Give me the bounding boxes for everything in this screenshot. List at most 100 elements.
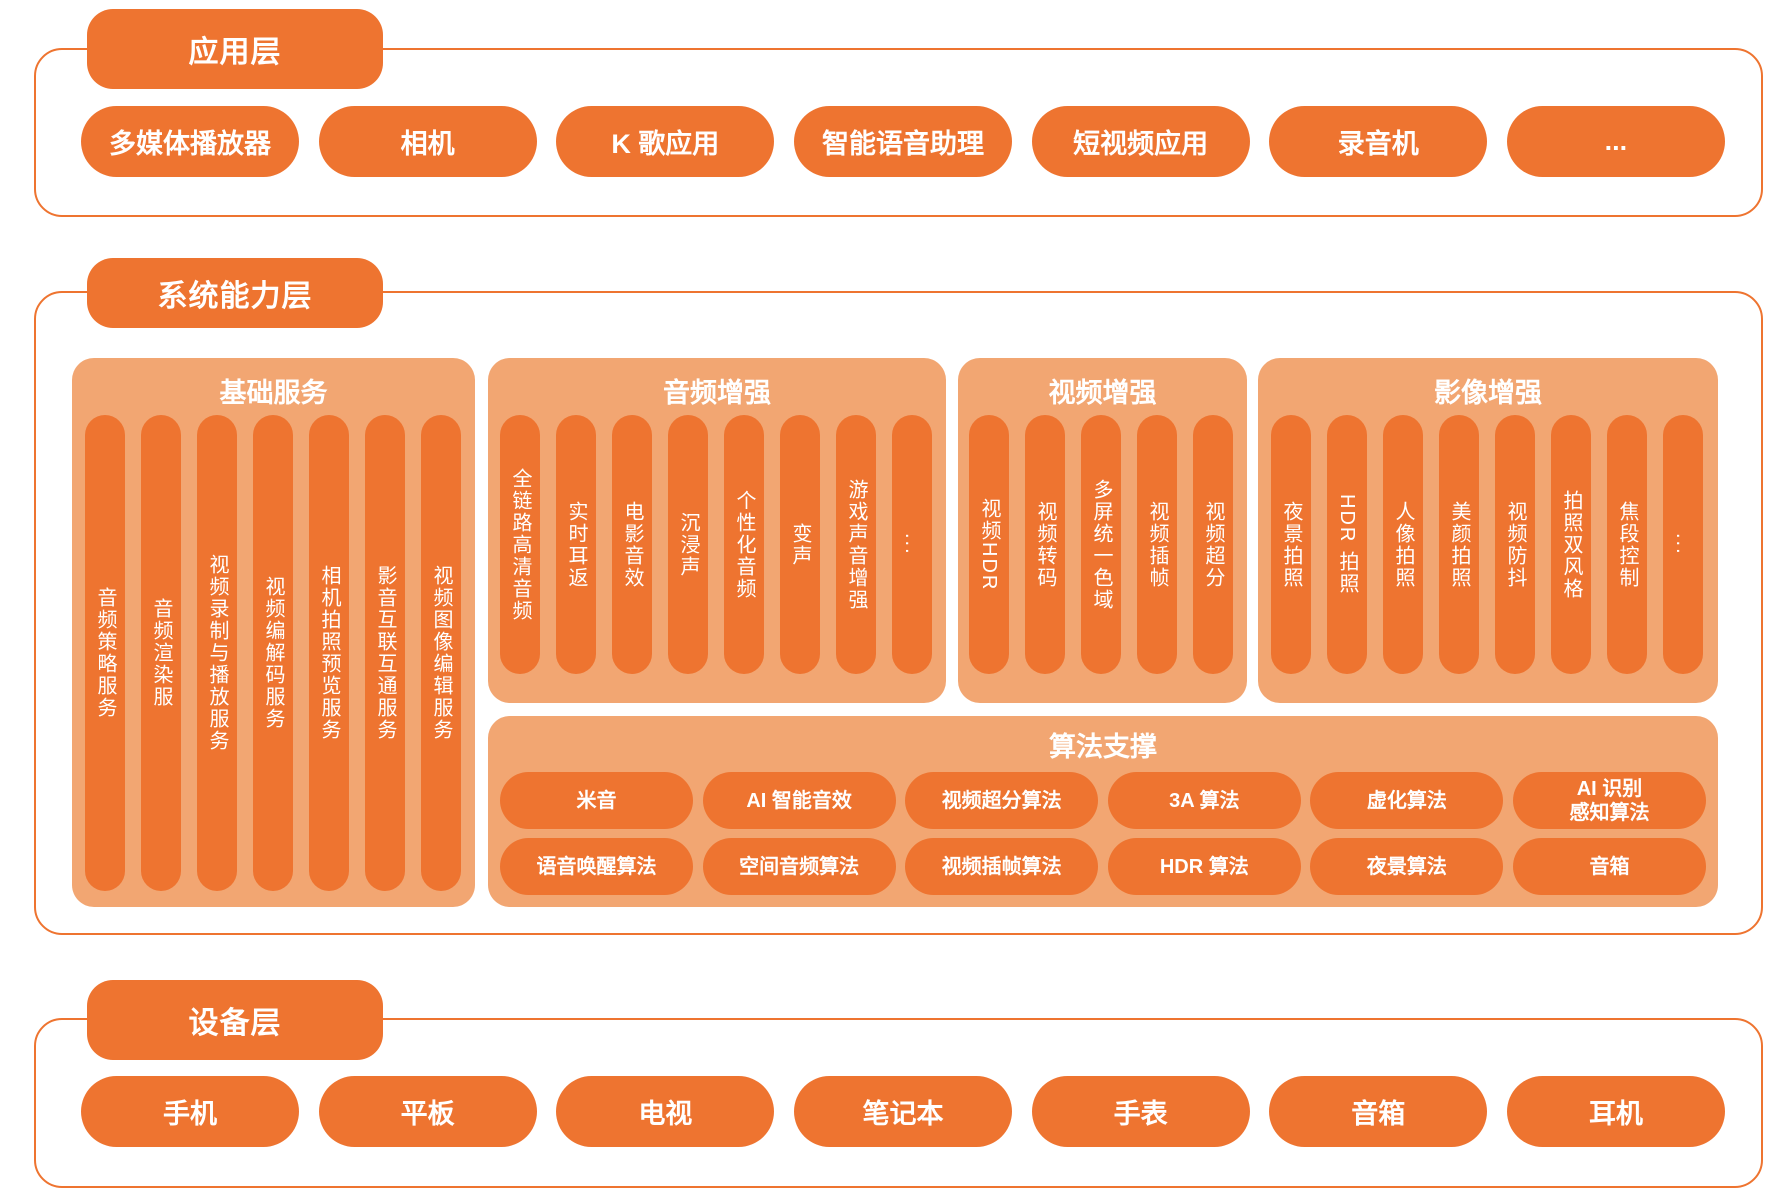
app-item-more: ... [1506,106,1725,177]
video-feature-label: 视频插帧 [1146,500,1168,589]
video-feature-item: 视频HDR [969,415,1009,674]
algorithm-support-title: 算法支撑 [1049,731,1157,762]
audio-enhancement-title: 音频增强 [663,377,771,408]
video-feature-label: 多屏统一色域 [1090,478,1112,611]
basic-service-label: 相机拍照预览服务 [318,565,340,741]
image-feature-item: 拍照双风格 [1551,415,1591,674]
image-enhancement-columns: 夜景拍照 HDR 拍照 人像拍照 美颜拍照 视频防抖 拍照双风格 焦段控制 ..… [1271,415,1703,674]
audio-enhancement-panel: 音频增强 全链路高清音频 实时耳返 电影音效 沉浸声 个性化音频 变声 游戏声音… [488,358,946,703]
audio-feature-item: 游戏声音增强 [836,415,876,674]
algorithm-item: 米音 [500,772,693,829]
basic-service-item: 视频图像编辑服务 [421,415,461,891]
audio-feature-item: 实时耳返 [556,415,596,674]
app-layer-items: 多媒体播放器 相机 K 歌应用 智能语音助理 短视频应用 录音机 ... [81,106,1725,177]
video-feature-item: 多屏统一色域 [1081,415,1121,674]
basic-service-item: 音频渲染服 [141,415,181,891]
image-feature-item: 人像拍照 [1383,415,1423,674]
basic-service-label: 视频图像编辑服务 [430,565,452,741]
image-feature-label: 视频防抖 [1504,500,1526,589]
image-feature-item: 焦段控制 [1607,415,1647,674]
image-feature-label: ... [1672,533,1694,556]
device-item-laptop: 笔记本 [793,1076,1012,1147]
audio-feature-label: 个性化音频 [733,489,755,600]
basic-services-columns: 音频策略服务 音频渲染服 视频录制与播放服务 视频编解码服务 相机拍照预览服务 … [85,415,461,891]
video-feature-item: 视频转码 [1025,415,1065,674]
device-item-phone: 手机 [81,1076,299,1147]
image-feature-item: 夜景拍照 [1271,415,1311,674]
image-feature-label: 夜景拍照 [1280,500,1302,589]
audio-feature-label: 游戏声音增强 [845,478,867,611]
algorithm-item: 音箱 [1512,838,1706,895]
video-enhancement-title: 视频增强 [1048,377,1157,408]
image-feature-item: 美颜拍照 [1439,415,1479,674]
device-layer-items: 手机 平板 电视 笔记本 手表 音箱 耳机 [81,1076,1725,1147]
algorithm-item: 3A 算法 [1107,772,1301,829]
video-enhancement-panel: 视频增强 视频HDR 视频转码 多屏统一色域 视频插帧 视频超分 [958,358,1247,703]
image-feature-label: 美颜拍照 [1448,500,1470,589]
algorithm-item: 语音唤醒算法 [500,838,693,895]
device-layer-title: 设备层 [87,980,383,1060]
app-item-recorder: 录音机 [1269,106,1488,177]
basic-service-label: 视频编解码服务 [262,576,284,730]
app-item-karaoke: K 歌应用 [556,106,775,177]
basic-service-item: 视频录制与播放服务 [197,415,237,891]
image-feature-label: HDR 拍照 [1336,494,1358,595]
basic-service-label: 音频渲染服 [150,598,172,708]
basic-service-label: 影音互联互通服务 [374,565,396,741]
algorithm-row-2: 语音唤醒算法 空间音频算法 视频插帧算法 HDR 算法 夜景算法 音箱 [500,838,1706,895]
video-enhancement-columns: 视频HDR 视频转码 多屏统一色域 视频插帧 视频超分 [969,415,1233,674]
audio-feature-item: 全链路高清音频 [500,415,540,674]
basic-services-panel: 基础服务 音频策略服务 音频渲染服 视频录制与播放服务 视频编解码服务 相机拍照… [72,358,475,907]
image-feature-item: 视频防抖 [1495,415,1535,674]
app-layer-title: 应用层 [87,9,383,89]
algorithm-row-1: 米音 AI 智能音效 视频超分算法 3A 算法 虚化算法 AI 识别 感知算法 [500,772,1706,829]
device-item-tablet: 平板 [318,1076,537,1147]
algorithm-item: 空间音频算法 [702,838,896,895]
device-item-watch: 手表 [1031,1076,1250,1147]
image-enhancement-title: 影像增强 [1434,377,1542,408]
basic-service-item: 影音互联互通服务 [365,415,405,891]
algorithm-item: AI 智能音效 [702,772,896,829]
basic-service-label: 音频策略服务 [94,587,116,719]
basic-services-title: 基础服务 [219,377,328,408]
audio-feature-more: ... [892,415,932,674]
audio-feature-item: 电影音效 [612,415,652,674]
basic-service-item: 相机拍照预览服务 [309,415,349,891]
device-item-tv: 电视 [556,1076,775,1147]
device-item-earphones: 耳机 [1506,1076,1725,1147]
device-item-speaker: 音箱 [1269,1076,1488,1147]
basic-service-label: 视频录制与播放服务 [206,554,228,752]
video-feature-label: 视频超分 [1202,500,1224,589]
image-feature-label: 焦段控制 [1616,500,1638,589]
algorithm-item: 虚化算法 [1310,772,1504,829]
audio-feature-label: ... [901,533,923,556]
algorithm-support-panel: 算法支撑 米音 AI 智能音效 视频超分算法 3A 算法 虚化算法 AI 识别 … [488,716,1718,907]
basic-service-item: 视频编解码服务 [253,415,293,891]
image-feature-more: ... [1663,415,1703,674]
algorithm-item: HDR 算法 [1107,838,1301,895]
video-feature-item: 视频超分 [1193,415,1233,674]
app-item-voice-assistant: 智能语音助理 [793,106,1012,177]
audio-feature-item: 个性化音频 [724,415,764,674]
app-item-short-video: 短视频应用 [1031,106,1250,177]
audio-feature-label: 沉浸声 [677,511,699,578]
video-feature-item: 视频插帧 [1137,415,1177,674]
audio-feature-label: 实时耳返 [565,500,587,589]
video-feature-label: 视频HDR [978,497,1000,592]
algorithm-item: 视频超分算法 [905,772,1099,829]
algorithm-item: AI 识别 感知算法 [1512,772,1706,829]
image-feature-item: HDR 拍照 [1327,415,1367,674]
system-layer-title: 系统能力层 [87,258,383,328]
audio-feature-label: 全链路高清音频 [509,467,531,622]
audio-feature-label: 变声 [789,522,811,567]
image-enhancement-panel: 影像增强 夜景拍照 HDR 拍照 人像拍照 美颜拍照 视频防抖 拍照双风格 焦段… [1258,358,1718,703]
audio-feature-item: 变声 [780,415,820,674]
app-item-media-player: 多媒体播放器 [81,106,299,177]
algorithm-item: 夜景算法 [1310,838,1504,895]
app-item-camera: 相机 [318,106,537,177]
basic-service-item: 音频策略服务 [85,415,125,891]
algorithm-item: 视频插帧算法 [905,838,1099,895]
audio-feature-label: 电影音效 [621,500,643,589]
audio-feature-item: 沉浸声 [668,415,708,674]
image-feature-label: 人像拍照 [1392,500,1414,589]
